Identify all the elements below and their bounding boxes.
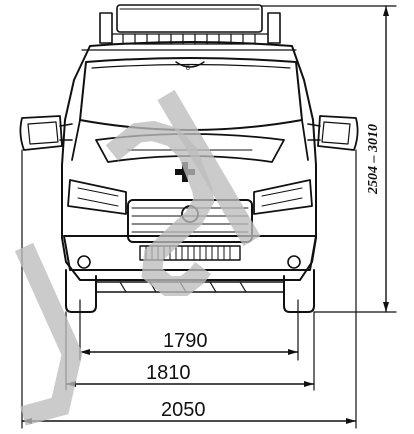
dimension-label-height: 2504 – 3010 [366,124,381,195]
right-mirror [307,115,359,151]
left-headlight [67,179,127,215]
dimension-track-front: 1790 [79,330,299,355]
watermark-overlay [14,89,261,426]
dimension-label-2050: 2050 [161,399,206,421]
dimension-label-1810: 1810 [146,362,191,384]
roof-rack [99,4,281,45]
dimension-track-outer: 1810 [65,362,315,387]
dimension-overall-height: 2504 – 3010 [366,5,389,313]
roof-badge-number: 8 [186,65,190,72]
left-mirror [19,115,73,151]
dimension-extension-lines [21,5,397,429]
dimension-label-1790: 1790 [163,330,208,352]
wheels [65,269,315,313]
dimension-overall-width: 2050 [21,399,357,424]
right-headlight [253,179,313,215]
van-body [61,41,317,281]
